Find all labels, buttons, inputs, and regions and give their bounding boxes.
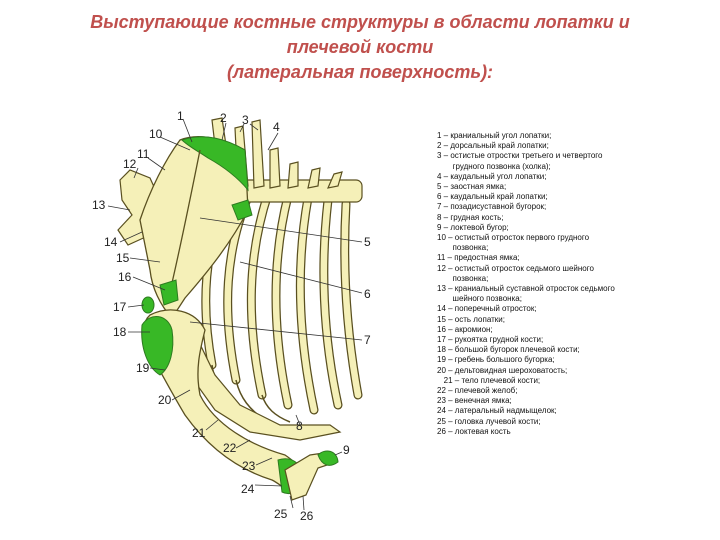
legend-item: 2 – дорсальный край лопатки; xyxy=(437,141,549,151)
legend-item: 7 – позадисуставной бугорок; xyxy=(437,202,547,212)
label-22: 22 xyxy=(223,441,237,455)
legend-item: 8 – грудная кость; xyxy=(437,212,504,222)
legend-item: 11 – предостная ямка; xyxy=(437,253,520,263)
legend-item: позвонка; xyxy=(437,243,489,253)
legend-item: 9 – локтевой бугор; xyxy=(437,222,509,232)
legend-item: 1 – краниальный угол лопатки; xyxy=(437,131,552,140)
label-16: 16 xyxy=(118,270,132,284)
label-26: 26 xyxy=(300,509,314,523)
label-1: 1 xyxy=(177,109,184,123)
legend-item: грудного позвонка (холка); xyxy=(437,161,551,171)
label-21: 21 xyxy=(192,426,206,440)
legend-item: 18 – большой бугорок плечевой кости; xyxy=(437,345,580,355)
label-10: 10 xyxy=(149,127,163,141)
label-23: 23 xyxy=(242,459,256,473)
label-9: 9 xyxy=(343,443,350,457)
label-25: 25 xyxy=(274,507,288,521)
legend-item: 24 – латеральный надмыщелок; xyxy=(437,406,557,416)
title-line-2: плечевой кости xyxy=(286,37,434,57)
legend-item: 22 – плечевой желоб; xyxy=(437,386,518,396)
label-20: 20 xyxy=(158,393,172,407)
label-18: 18 xyxy=(113,325,127,339)
anatomy-illustration: 1 2 3 4 5 6 7 8 9 10 11 12 13 14 15 16 1… xyxy=(92,109,371,523)
label-2: 2 xyxy=(220,111,227,125)
legend-item: 25 – головка лучевой кости; xyxy=(437,416,541,426)
leader-lines xyxy=(107,118,363,511)
legend-item: шейного позвонка; xyxy=(437,294,522,304)
label-8: 8 xyxy=(296,419,303,433)
label-7: 7 xyxy=(364,333,371,347)
title-line-1: Выступающие костные структуры в области … xyxy=(90,12,630,32)
label-6: 6 xyxy=(364,287,371,301)
legend-item: 23 – венечная ямка; xyxy=(437,396,512,406)
legend-item: 6 – каудальный край лопатки; xyxy=(437,192,548,202)
legend-item: 13 – краниальный суставной отросток седь… xyxy=(437,284,615,294)
label-3: 3 xyxy=(242,113,249,127)
label-12: 12 xyxy=(123,157,137,171)
label-17: 17 xyxy=(113,300,127,314)
label-19: 19 xyxy=(136,361,150,375)
legend-item: 14 – поперечный отросток; xyxy=(437,304,537,314)
label-4: 4 xyxy=(273,120,280,134)
legend-item: 21 – тело плечевой кости; xyxy=(437,375,541,385)
label-14: 14 xyxy=(104,235,118,249)
title-line-3: (латеральная поверхность): xyxy=(226,62,494,82)
scapula xyxy=(139,136,253,320)
legend-item: 17 – рукоятка грудной кости; xyxy=(437,335,544,345)
label-5: 5 xyxy=(364,235,371,249)
legend-item: 12 – остистый отросток седьмого шейного xyxy=(437,263,594,273)
label-13: 13 xyxy=(92,198,106,212)
legend: 1 – краниальный угол лопатки; 2 – дорсал… xyxy=(437,131,707,437)
legend-item: 15 – ость лопатки; xyxy=(437,314,505,324)
legend-item: 16 – акромион; xyxy=(437,324,493,334)
legend-item: позвонка; xyxy=(437,273,489,283)
label-15: 15 xyxy=(116,251,130,265)
legend-item: 20 – дельтовидная шероховатость; xyxy=(437,365,568,375)
thoracic-spine xyxy=(211,117,363,203)
legend-item: 4 – каудальный угол лопатки; xyxy=(437,171,547,181)
number-labels: 1 2 3 4 5 6 7 8 9 10 11 12 13 14 15 16 1… xyxy=(92,109,371,523)
legend-item: 10 – остистый отросток первого грудного xyxy=(437,233,590,243)
legend-item: 5 – заостная ямка; xyxy=(437,182,507,192)
legend-item: 19 – гребень большого бугорка; xyxy=(437,355,555,365)
label-11: 11 xyxy=(137,147,150,161)
forearm xyxy=(284,450,339,501)
legend-item: 26 – локтевая кость xyxy=(437,426,511,436)
slide-title: Выступающие костные структуры в области … xyxy=(20,10,700,85)
label-24: 24 xyxy=(241,482,255,496)
legend-item: 3 – остистые отростки третьего и четверт… xyxy=(437,151,603,161)
